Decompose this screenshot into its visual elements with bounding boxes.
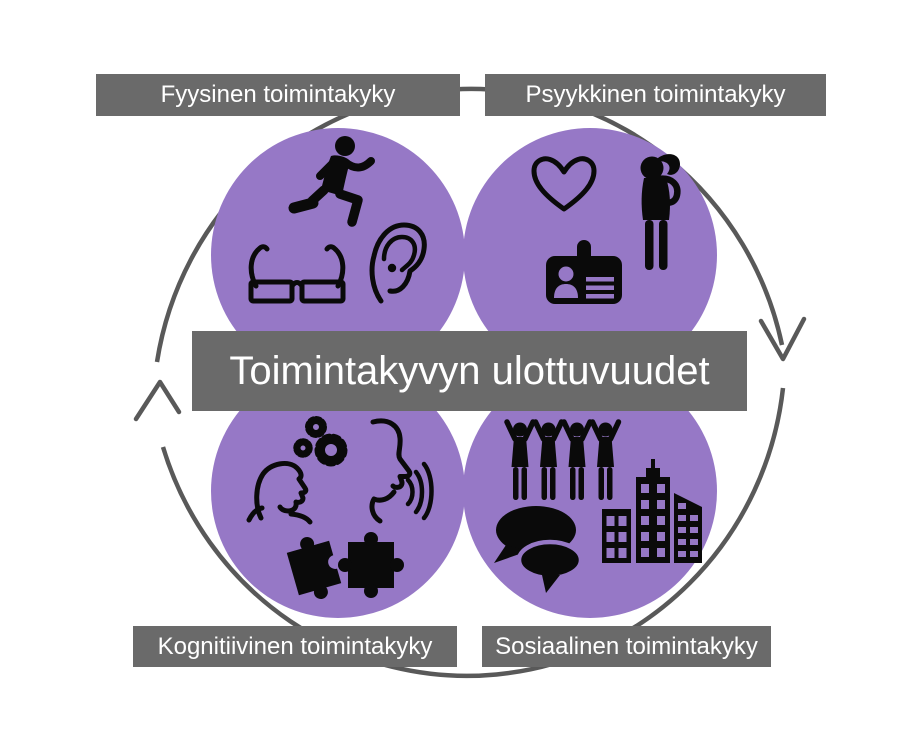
puzzle-pieces-icon [286,532,404,600]
eyeglasses-icon [248,244,346,304]
quadrant-label-fyysinen: Fyysinen toimintakyky [96,74,460,116]
cycle-arrowhead-right-down-icon [758,316,807,362]
quadrant-label-kognitiivinen: Kognitiivinen toimintakyky [133,626,457,667]
center-title-banner: Toimintakyvyn ulottuvuudet [192,331,747,411]
id-card-icon [546,240,622,304]
cycle-arc-top [154,86,785,363]
gears-icon [293,416,348,467]
quadrant-circle-kognitiivinen [211,364,465,618]
running-person-icon [288,136,375,227]
quadrant-label-psyykkinen: Psyykkinen toimintakyky [485,74,826,116]
city-buildings-icon [602,459,702,563]
talking-mouth-icon [369,418,434,524]
head-profile-icon [246,460,313,525]
quadrant-label-sosiaalinen: Sosiaalinen toimintakyky [482,626,771,667]
center-title-text: Toimintakyvyn ulottuvuudet [229,349,710,393]
speech-bubbles-icon [494,506,584,593]
quadrant-label-sosiaalinen-text: Sosiaalinen toimintakyky [495,632,758,660]
quadrant-label-kognitiivinen-text: Kognitiivinen toimintakyky [157,632,433,660]
quadrant-label-fyysinen-text: Fyysinen toimintakyky [160,81,396,108]
ear-icon [369,222,427,304]
heart-icon [531,156,597,212]
people-celebrating-icon [504,419,622,500]
cycle-arrowhead-left-up-icon [133,379,182,422]
person-thinking-icon [640,154,681,270]
cycle-arrows [133,86,807,679]
quadrant-label-psyykkinen-text: Psyykkinen toimintakyky [525,81,786,108]
cycle-arc-bottom [160,387,786,679]
